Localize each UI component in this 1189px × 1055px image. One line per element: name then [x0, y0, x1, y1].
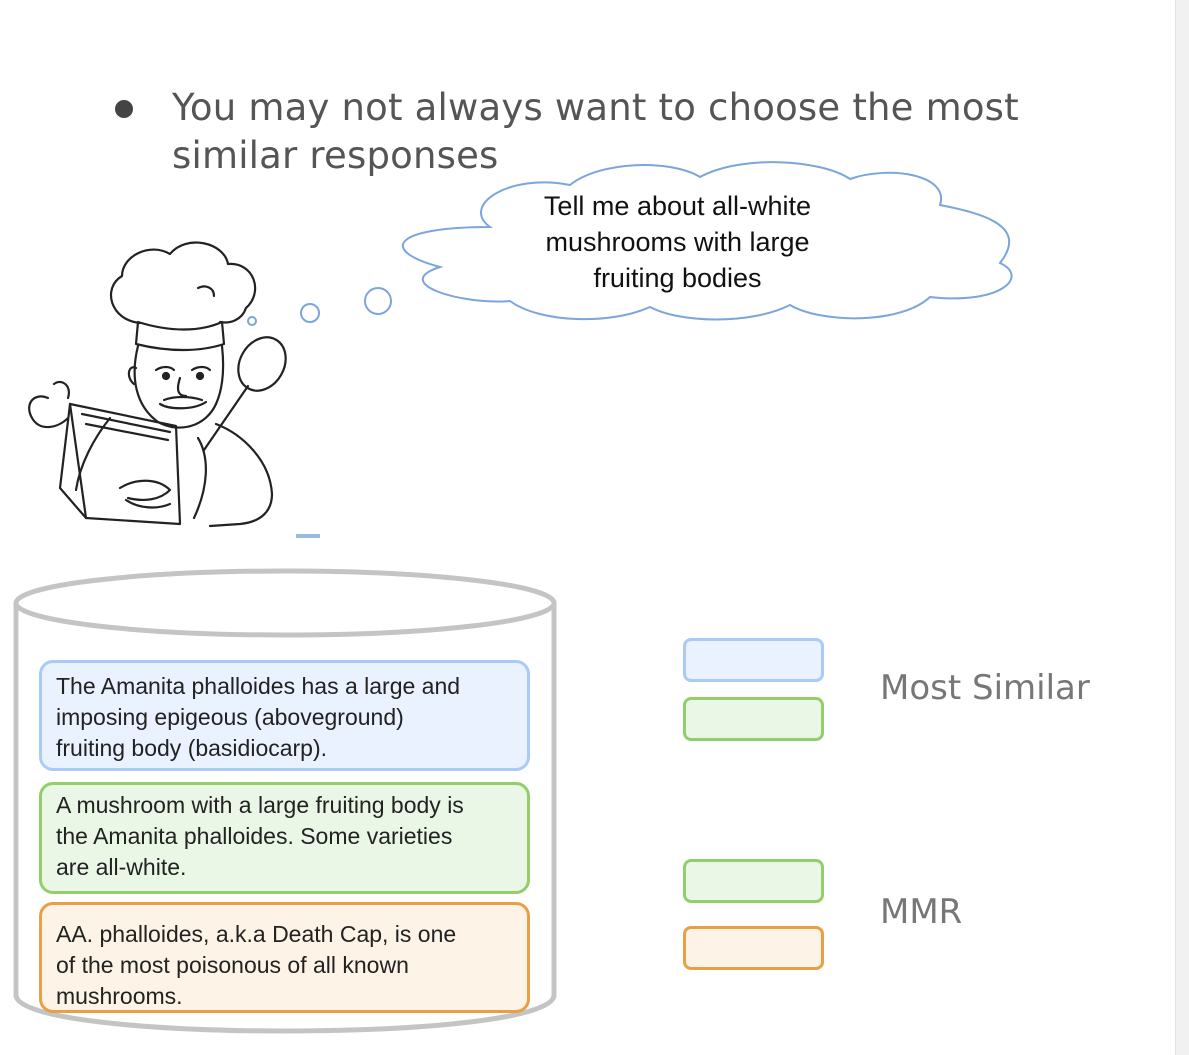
doc-2-line-2: the Amanita phalloides. Some varieties	[56, 823, 453, 849]
chef-illustration	[10, 228, 320, 538]
query-line-3: fruiting bodies	[593, 263, 762, 293]
doc-2-line-1: A mushroom with a large fruiting body is	[56, 792, 464, 818]
document-card-orange: AA. phalloides, a.k.a Death Cap, is one …	[39, 902, 530, 1013]
thought-cloud-icon	[247, 161, 1013, 326]
doc-1-line-1: The Amanita phalloides has a large and	[56, 673, 461, 699]
document-card-green: A mushroom with a large fruiting body is…	[39, 782, 530, 894]
most-similar-green-swatch	[683, 697, 824, 741]
doc-3-line-1: AA. phalloides, a.k.a Death Cap, is one	[56, 921, 457, 947]
chef-reading-book-icon	[28, 241, 320, 538]
most-similar-label: Most Similar	[880, 668, 1090, 708]
doc-2-line-3: are all-white.	[56, 854, 187, 880]
doc-1-line-3: fruiting body (basidiocarp).	[56, 735, 328, 761]
query-line-1: Tell me about all-white	[543, 191, 812, 221]
mmr-orange-swatch	[683, 926, 824, 970]
right-edge-scrollbar	[1175, 0, 1189, 1055]
thought-bubble-query: Tell me about all-white mushrooms with l…	[505, 188, 850, 296]
document-card-blue: The Amanita phalloides has a large and i…	[39, 660, 530, 771]
mmr-label: MMR	[880, 892, 963, 932]
doc-3-line-2: of the most poisonous of all known	[56, 952, 409, 978]
bullet-heading-line-2: similar responses	[172, 134, 499, 177]
most-similar-blue-swatch	[683, 638, 824, 682]
bullet-heading-line-1: You may not always want to choose the mo…	[172, 86, 1019, 129]
doc-3-line-3: mushrooms.	[56, 983, 183, 1009]
bullet-dot-icon	[115, 100, 133, 118]
doc-1-line-2: imposing epigeous (aboveground)	[56, 704, 404, 730]
query-line-2: mushrooms with large	[545, 227, 810, 257]
mmr-green-swatch	[683, 859, 824, 903]
bullet-heading: You may not always want to choose the mo…	[172, 84, 1132, 180]
